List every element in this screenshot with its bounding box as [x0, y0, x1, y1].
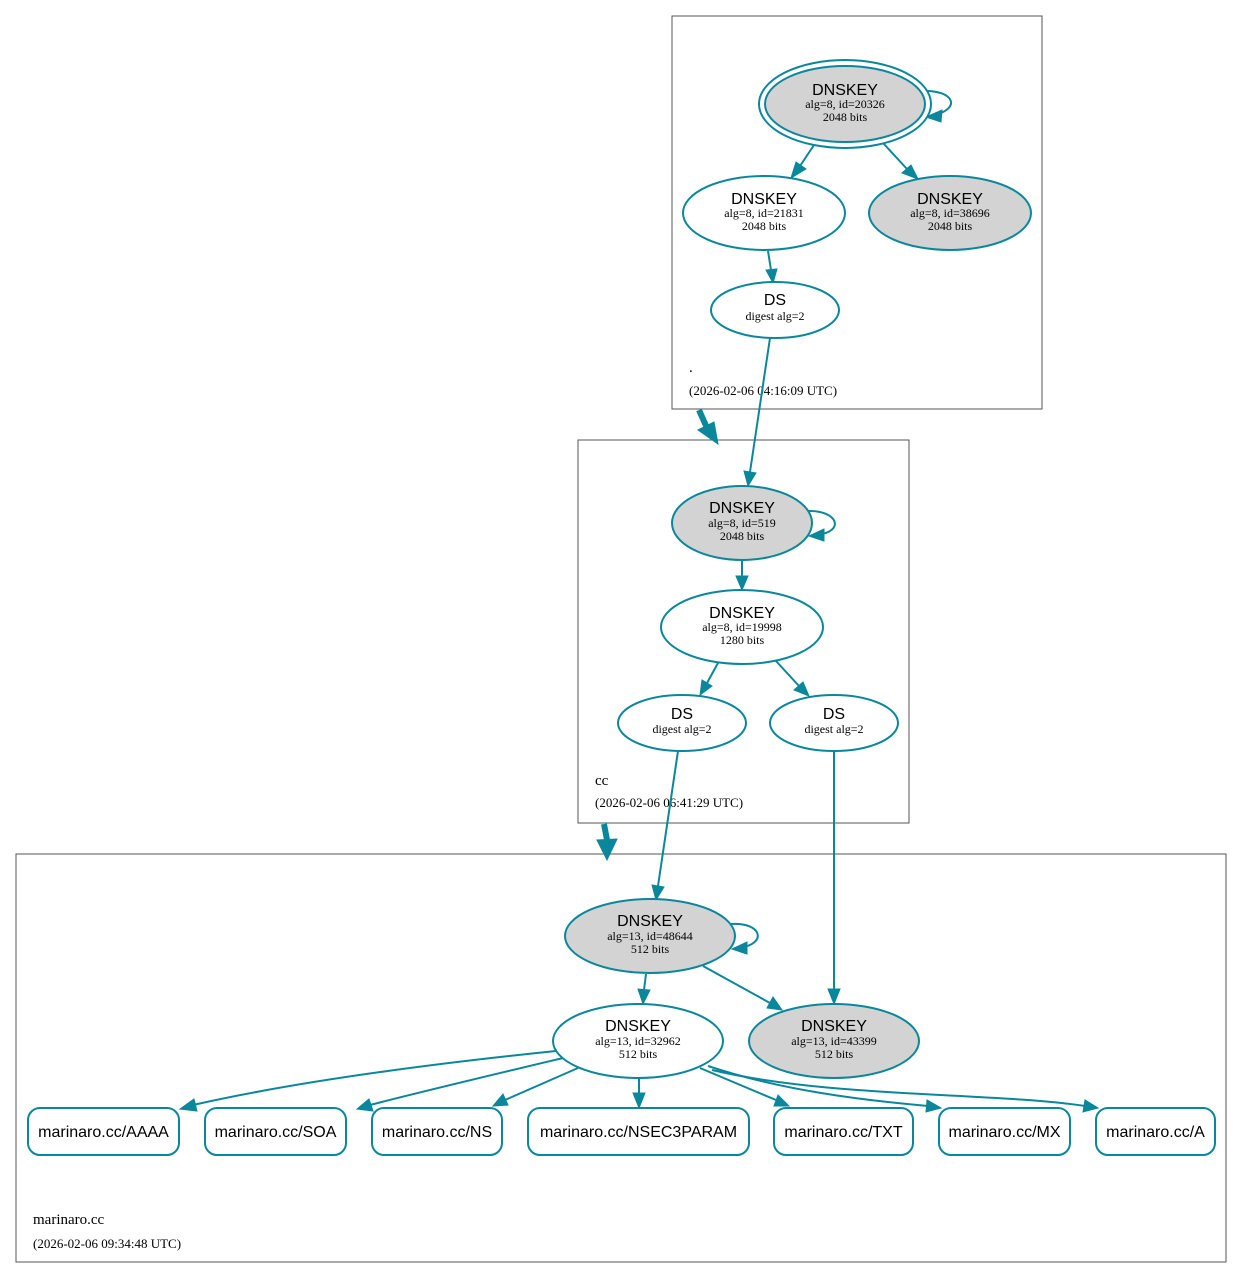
rrset-txt: marinaro.cc/TXT: [773, 1107, 914, 1156]
node-marinaro-zsk-size: 512 bits: [619, 1047, 658, 1061]
node-cc-ksk-type: DNSKEY: [709, 500, 775, 517]
edge-m-ksk-zsk: [643, 973, 647, 991]
edge-cc-zsk-ds2: [775, 660, 800, 687]
rrset-soa: marinaro.cc/SOA: [204, 1107, 347, 1156]
node-cc-ds2-detail: digest alg=2: [804, 722, 863, 736]
rrset-a-label: marinaro.cc/A: [1106, 1124, 1205, 1141]
node-cc-ds2-type: DS: [823, 706, 845, 723]
node-root-ds-type: DS: [764, 292, 786, 309]
edge-m-zsk-ns: [504, 1067, 579, 1101]
node-cc-zsk: DNSKEY alg=8, id=19998 1280 bits: [660, 589, 824, 665]
node-root-ksk-type: DNSKEY: [812, 82, 878, 99]
rrset-nsec3param-label: marinaro.cc/NSEC3PARAM: [540, 1124, 737, 1141]
edge-m-zsk-aaaa: [192, 1050, 557, 1106]
node-marinaro-key3-detail: alg=13, id=43399: [791, 1034, 877, 1048]
node-root-zsk2-detail: alg=8, id=38696: [910, 206, 990, 220]
zone-timestamp-cc: (2026-02-06 06:41:29 UTC): [595, 795, 743, 810]
node-cc-ds1: DS digest alg=2: [617, 694, 747, 752]
node-marinaro-ksk: DNSKEY alg=13, id=48644 512 bits: [564, 898, 736, 974]
node-root-zsk1-size: 2048 bits: [742, 219, 787, 233]
node-cc-ds1-type: DS: [671, 706, 693, 723]
zone-name-marinaro: marinaro.cc: [33, 1212, 105, 1228]
edges: [178, 89, 1100, 1113]
node-marinaro-ksk-size: 512 bits: [631, 942, 670, 956]
node-root-ds-detail: digest alg=2: [745, 309, 804, 323]
node-root-ksk-detail: alg=8, id=20326: [805, 97, 885, 111]
rrset-mx: marinaro.cc/MX: [938, 1107, 1071, 1156]
node-marinaro-key3-size: 512 bits: [815, 1047, 854, 1061]
zone-timestamp-marinaro: (2026-02-06 09:34:48 UTC): [33, 1236, 181, 1251]
zone-name-root: .: [689, 360, 693, 376]
node-root-zsk1: DNSKEY alg=8, id=21831 2048 bits: [682, 175, 846, 251]
node-cc-ds1-detail: digest alg=2: [652, 722, 711, 736]
node-cc-zsk-type: DNSKEY: [709, 605, 775, 622]
edge-cc-ds1-m-ksk: [657, 750, 679, 887]
node-cc-zsk-detail: alg=8, id=19998: [702, 620, 782, 634]
edge-m-zsk-soa: [369, 1057, 564, 1106]
rrset-a: marinaro.cc/A: [1095, 1107, 1216, 1156]
node-root-ksk: DNSKEY alg=8, id=20326 2048 bits: [758, 59, 932, 149]
rrset-ns-label: marinaro.cc/NS: [382, 1124, 492, 1141]
edge-root-ds-cc-ksk: [749, 337, 771, 473]
node-marinaro-zsk-detail: alg=13, id=32962: [595, 1034, 681, 1048]
edge-root-ksk-zsk1: [799, 144, 815, 167]
node-cc-zsk-size: 1280 bits: [720, 633, 765, 647]
node-marinaro-zsk-type: DNSKEY: [605, 1018, 671, 1035]
edge-root-zsk1-ds: [767, 250, 772, 271]
edge-m-ksk-key3: [702, 965, 771, 1004]
node-cc-ds2: DS digest alg=2: [769, 694, 899, 752]
node-root-zsk1-detail: alg=8, id=21831: [724, 206, 804, 220]
node-marinaro-ksk-detail: alg=13, id=48644: [607, 929, 693, 943]
node-root-zsk2-type: DNSKEY: [917, 191, 983, 208]
node-root-zsk2-size: 2048 bits: [928, 219, 973, 233]
edge-m-zsk-txt: [699, 1067, 777, 1101]
edge-root-ksk-zsk2: [882, 142, 908, 170]
node-marinaro-key3: DNSKEY alg=13, id=43399 512 bits: [748, 1003, 920, 1079]
rrset-ns: marinaro.cc/NS: [371, 1107, 503, 1156]
rrset-soa-label: marinaro.cc/SOA: [215, 1124, 337, 1141]
node-marinaro-ksk-type: DNSKEY: [617, 913, 683, 930]
rrset-aaaa: marinaro.cc/AAAA: [27, 1107, 180, 1156]
node-root-zsk1-type: DNSKEY: [731, 191, 797, 208]
rrset-nsec3param: marinaro.cc/NSEC3PARAM: [527, 1107, 750, 1156]
node-root-ksk-size: 2048 bits: [823, 110, 868, 124]
node-marinaro-key3-type: DNSKEY: [801, 1018, 867, 1035]
edge-cc-zsk-ds1: [706, 662, 719, 684]
delegation-cc-to-marinaro: [596, 823, 618, 862]
edge-m-zsk-a: [711, 1069, 1086, 1107]
rrset-aaaa-label: marinaro.cc/AAAA: [38, 1124, 169, 1141]
node-root-zsk2: DNSKEY alg=8, id=38696 2048 bits: [868, 175, 1032, 251]
delegation-root-to-cc: [696, 408, 719, 446]
rrset-txt-label: marinaro.cc/TXT: [784, 1124, 902, 1141]
node-marinaro-zsk: DNSKEY alg=13, id=32962 512 bits: [552, 1003, 724, 1079]
node-cc-ksk-detail: alg=8, id=519: [708, 516, 776, 530]
node-cc-ksk: DNSKEY alg=8, id=519 2048 bits: [671, 485, 813, 561]
node-cc-ksk-size: 2048 bits: [720, 529, 765, 543]
zone-name-cc: cc: [595, 773, 609, 789]
node-root-ds: DS digest alg=2: [710, 281, 840, 339]
rrset-mx-label: marinaro.cc/MX: [948, 1124, 1060, 1141]
